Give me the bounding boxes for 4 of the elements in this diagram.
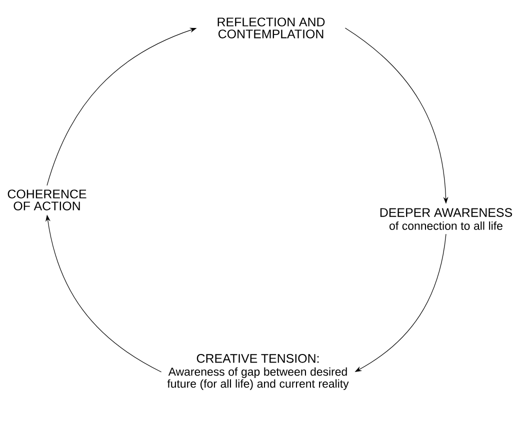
node-label: COHERENCE OF ACTION xyxy=(8,190,86,210)
node-label: REFLECTION AND CONTEMPLATION xyxy=(218,18,325,38)
node-label: CREATIVE TENSION: Awareness of gap between desired future (for all life) and current reality xyxy=(167,354,349,390)
node-label: DEEPER AWARENESS of connection to all life xyxy=(380,208,512,230)
